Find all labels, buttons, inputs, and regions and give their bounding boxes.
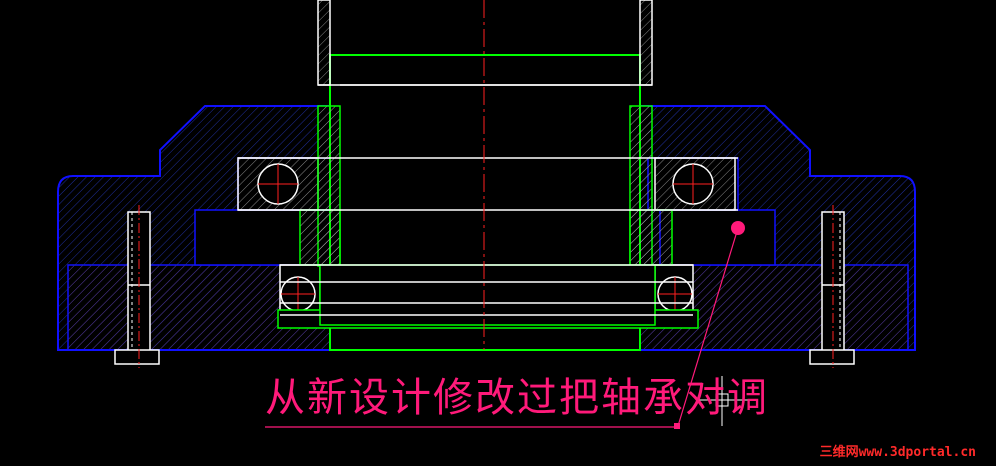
annotation-text: 从新设计修改过把轴承对调 <box>265 375 769 421</box>
watermark: 三维网www.3dportal.cn <box>819 445 976 460</box>
lower-bearing-right <box>654 264 694 316</box>
shaft <box>238 54 738 351</box>
upper-column <box>317 0 653 86</box>
lower-bearing-left <box>279 264 321 316</box>
annotation-leader <box>265 221 745 429</box>
bolt-icon <box>809 205 855 368</box>
upper-bearing-right <box>654 157 736 211</box>
upper-bearing-left <box>237 157 319 211</box>
crosshair-cursor-icon <box>696 376 748 426</box>
bolt-icon <box>114 205 160 368</box>
